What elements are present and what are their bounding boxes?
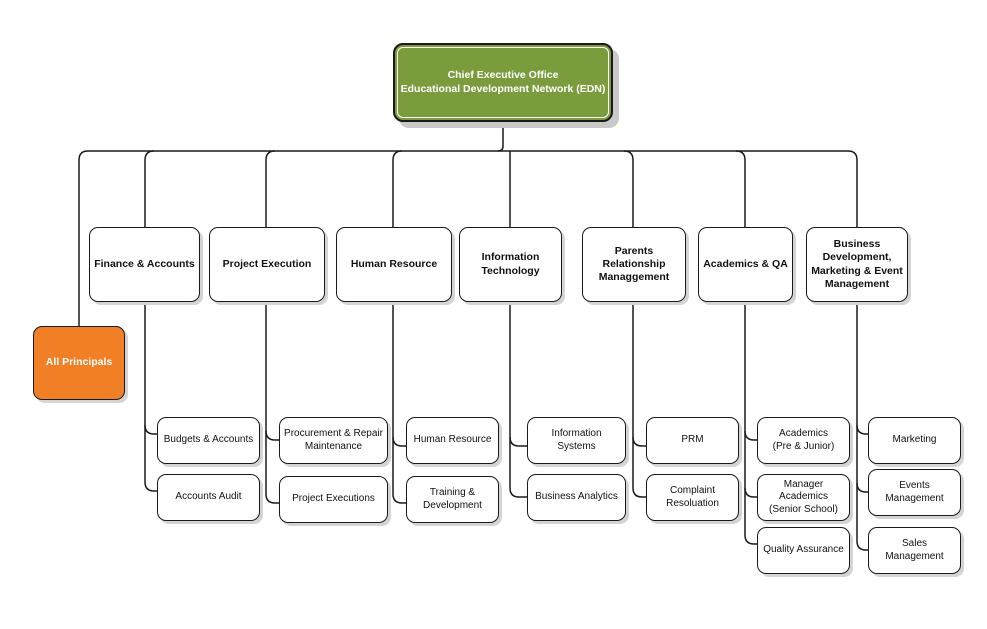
branch-finance-1 — [144, 424, 157, 435]
dept-label: Academics & QA — [703, 257, 788, 270]
sub-label: Complaint Resoluation — [666, 485, 719, 509]
dept-information-technology: Information Technology — [459, 227, 562, 302]
sub-quality-assurance: Quality Assurance — [757, 527, 850, 574]
branch-prm-1 — [632, 436, 646, 447]
dept-project-execution: Project Execution — [209, 227, 325, 302]
sub-events-management: Events Management — [868, 469, 961, 516]
spine-hr — [392, 302, 406, 504]
sub-label: Sales Management — [885, 538, 944, 562]
ceo-trunk-line — [497, 122, 504, 152]
dept-academics-qa: Academics & QA — [698, 227, 793, 302]
drop-project — [265, 150, 276, 227]
dept-label: Parents Relationship Managgement — [598, 244, 670, 284]
sub-business-analytics: Business Analytics — [527, 474, 626, 521]
ceo-subtitle: Educational Development Network (EDN) — [400, 82, 606, 95]
sub-label: Manager Academics (Senior School) — [769, 478, 838, 515]
branch-academics-1 — [744, 430, 757, 441]
sub-label: Training & Development — [423, 487, 482, 511]
sub-human-resource: Human Resource — [406, 417, 499, 464]
all-principals-label: All Principals — [45, 356, 113, 369]
sub-marketing: Marketing — [868, 417, 961, 464]
sub-procurement-repair: Procurement & Repair Maintenance — [279, 417, 388, 464]
sub-training-development: Training & Development — [406, 476, 499, 523]
drop-finance — [144, 150, 155, 227]
branch-hr-1 — [392, 436, 406, 447]
sub-complaint-resolution: Complaint Resoluation — [646, 474, 739, 521]
branch-project-1 — [265, 430, 279, 441]
ceo-box: Chief Executive Office Educational Devel… — [393, 43, 613, 122]
sub-label: Quality Assurance — [763, 544, 844, 556]
sub-label: Procurement & Repair Maintenance — [284, 428, 383, 452]
sub-information-systems: Information Systems — [527, 417, 626, 464]
dept-human-resource: Human Resource — [336, 227, 452, 302]
sub-label: Marketing — [892, 434, 937, 446]
dept-parents-relationship: Parents Relationship Managgement — [582, 227, 686, 302]
sub-label: Information Systems — [551, 428, 602, 452]
sub-label: Budgets & Accounts — [163, 434, 254, 446]
sub-manager-academics-senior: Manager Academics (Senior School) — [757, 474, 850, 521]
spine-bizdev — [856, 302, 868, 551]
drop-prm — [623, 150, 634, 227]
dept-label: Business Development, Marketing & Event … — [811, 238, 903, 290]
dept-business-development: Business Development, Marketing & Event … — [806, 227, 908, 302]
dept-label: Project Execution — [222, 257, 312, 270]
dept-label: Information Technology — [481, 251, 540, 277]
dept-label: Human Resource — [350, 257, 438, 270]
sub-project-executions: Project Executions — [279, 476, 388, 523]
spine-finance — [144, 302, 157, 492]
spine-project — [265, 302, 279, 504]
dept-label: Finance & Accounts — [94, 257, 195, 270]
branch-it-1 — [509, 436, 527, 447]
sub-prm: PRM — [646, 417, 739, 464]
sub-academics-pre-junior: Academics (Pre & Junior) — [757, 417, 850, 464]
branch-bizdev-2 — [856, 482, 868, 493]
sub-label: Accounts Audit — [175, 491, 242, 503]
spine-academics — [744, 302, 757, 545]
sub-label: Events Management — [885, 480, 944, 504]
spine-prm — [632, 302, 646, 498]
spine-it — [509, 302, 527, 498]
dept-finance-accounts: Finance & Accounts — [89, 227, 200, 302]
sub-label: PRM — [681, 434, 704, 446]
sub-label: Human Resource — [413, 434, 492, 446]
branch-bizdev-1 — [856, 424, 868, 435]
sub-label: Academics (Pre & Junior) — [772, 428, 835, 452]
drop-bizdev — [847, 150, 858, 227]
sub-label: Business Analytics — [535, 491, 618, 503]
all-principals-box: All Principals — [33, 326, 125, 400]
ceo-title: Chief Executive Office — [447, 69, 559, 82]
sub-budgets-accounts: Budgets & Accounts — [157, 417, 260, 464]
drop-hr — [392, 150, 403, 227]
drop-academics — [735, 150, 746, 227]
sub-sales-management: Sales Management — [868, 527, 961, 574]
sub-accounts-audit: Accounts Audit — [157, 474, 260, 521]
branch-academics-2 — [744, 487, 757, 498]
drop-principals — [78, 150, 89, 326]
sub-label: Project Executions — [292, 493, 375, 505]
